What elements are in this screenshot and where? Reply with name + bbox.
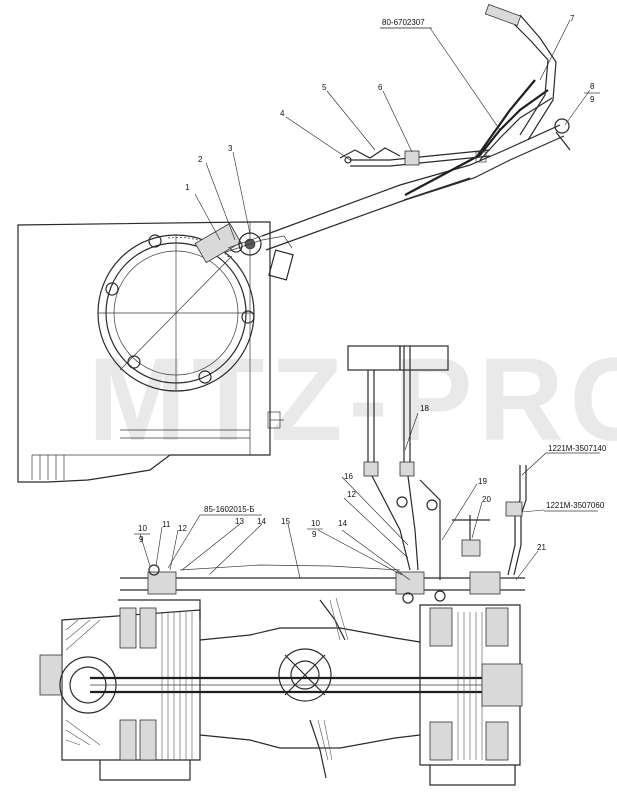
control-rods [347, 345, 527, 580]
callout-16: 16 [344, 472, 353, 481]
callout-6: 6 [378, 83, 383, 92]
transmission-housing [39, 564, 525, 786]
callout-9-top: 9 [590, 95, 595, 104]
callout-11: 11 [162, 520, 171, 529]
callout-14-left: 14 [257, 517, 266, 526]
callout-4: 4 [280, 109, 285, 118]
callout-21: 21 [537, 543, 546, 552]
callout-7: 7 [570, 14, 575, 23]
callout-15: 15 [281, 517, 290, 526]
callout-10-mid: 10 [311, 519, 320, 528]
leader-lines [139, 19, 591, 581]
callout-labels: 1 2 3 4 5 6 7 8 9 10 9 11 12 13 14 15 10… [134, 14, 600, 552]
callout-9-left: 9 [139, 535, 144, 544]
callout-9-mid: 9 [312, 530, 317, 539]
callout-3: 3 [228, 144, 233, 153]
callout-13: 13 [235, 517, 244, 526]
watermark: MTZ-PRO [88, 334, 617, 466]
callout-18: 18 [420, 404, 429, 413]
callout-1: 1 [185, 183, 190, 192]
callout-14-mid: 14 [338, 519, 347, 528]
pedal-lever [261, 3, 571, 251]
callout-19: 19 [478, 477, 487, 486]
part-number-1221m-3507060: 1221М-3507060 [546, 501, 605, 510]
callout-8: 8 [590, 82, 595, 91]
callout-12-mid: 12 [347, 490, 356, 499]
callout-5: 5 [322, 83, 327, 92]
callout-20: 20 [482, 495, 491, 504]
part-number-80-6702307: 80-6702307 [382, 18, 425, 27]
pivot-assembly [194, 222, 294, 281]
part-number-labels: 80-6702307 85-1602015-Б 1221М-3507140 12… [200, 18, 607, 516]
part-number-85-1602015: 85-1602015-Б [204, 505, 255, 514]
callout-10-left: 10 [138, 524, 147, 533]
callout-12-left: 12 [178, 524, 187, 533]
part-number-1221m-3507140: 1221М-3507140 [548, 444, 607, 453]
callout-2: 2 [198, 155, 203, 164]
